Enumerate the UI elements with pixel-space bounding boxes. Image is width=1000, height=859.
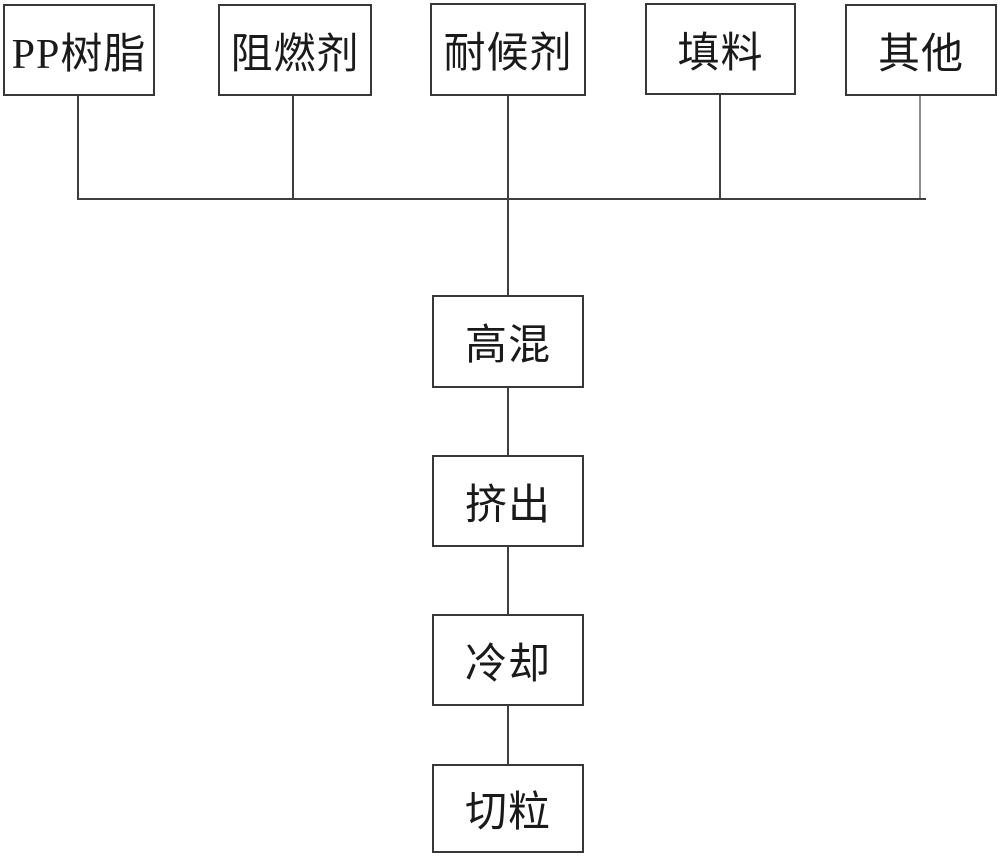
connector-cooling-to-pelletizing <box>507 705 509 765</box>
connector-horizontal-bus <box>77 198 926 200</box>
process-node-pelletizing: 切粒 <box>432 764 584 853</box>
connector-weathering-agent-to-mixing <box>507 95 509 295</box>
process-node-high-speed-mixing: 高混 <box>432 295 584 388</box>
connector-other-to-bus <box>919 95 921 200</box>
process-node-extrusion: 挤出 <box>432 455 584 547</box>
input-node-pp-resin: PP树脂 <box>3 4 155 96</box>
input-node-filler: 填料 <box>645 3 796 95</box>
connector-flame-retardant-to-bus <box>292 95 294 200</box>
connector-extrusion-to-cooling <box>507 546 509 615</box>
process-node-cooling: 冷却 <box>432 614 584 706</box>
input-node-flame-retardant: 阻燃剂 <box>218 4 372 96</box>
connector-filler-to-bus <box>719 94 721 200</box>
input-node-other: 其他 <box>845 4 997 96</box>
input-node-weathering-agent: 耐候剂 <box>430 3 586 96</box>
connector-pp-resin-to-bus <box>77 95 79 200</box>
connector-mixing-to-extrusion <box>507 387 509 456</box>
